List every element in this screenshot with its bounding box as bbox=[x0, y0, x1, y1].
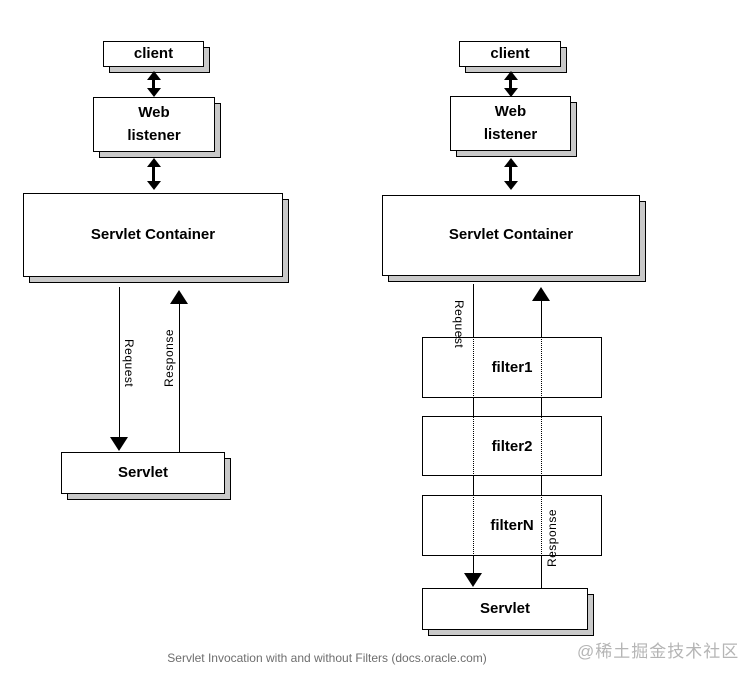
web-listener-label-line2: listener bbox=[127, 126, 181, 144]
right-request-line-dotted bbox=[473, 416, 474, 476]
right-request-line-dotted bbox=[473, 495, 474, 556]
right-response-line-segment bbox=[541, 556, 542, 588]
right-request-label: Request bbox=[452, 300, 466, 349]
arrowhead-up-icon bbox=[170, 290, 188, 304]
arrow-shaft bbox=[509, 165, 512, 183]
left-servlet-box: Servlet bbox=[61, 452, 231, 500]
right-request-line-segment bbox=[473, 284, 474, 337]
right-request-line-segment bbox=[473, 556, 474, 573]
arrowhead-down-icon bbox=[504, 88, 518, 97]
arrow-shaft bbox=[509, 78, 512, 90]
right-request-line-segment bbox=[473, 476, 474, 495]
double-arrow-icon bbox=[504, 71, 518, 97]
left-web-listener-box: Web listener bbox=[93, 97, 221, 158]
web-listener-box-label: Web listener bbox=[93, 97, 215, 152]
arrow-shaft bbox=[152, 78, 155, 90]
arrowhead-down-icon bbox=[147, 88, 161, 97]
left-request-label: Request bbox=[122, 339, 136, 388]
filter2-box: filter2 bbox=[422, 416, 602, 476]
double-arrow-icon bbox=[504, 158, 518, 190]
right-client-box: client bbox=[459, 41, 567, 73]
watermark-text: @稀土掘金技术社区 bbox=[577, 642, 740, 661]
arrowhead-up-icon bbox=[147, 71, 161, 80]
client-box-label: client bbox=[459, 41, 561, 67]
right-response-line-dotted bbox=[541, 495, 542, 556]
right-servlet-box: Servlet bbox=[422, 588, 594, 636]
filterN-box-label: filterN bbox=[490, 517, 534, 534]
arrowhead-down-icon bbox=[110, 437, 128, 451]
servlet-container-box-label: Servlet Container bbox=[23, 193, 283, 277]
arrowhead-up-icon bbox=[532, 287, 550, 301]
servlet-box-label: Servlet bbox=[61, 452, 225, 494]
right-response-line-segment bbox=[541, 398, 542, 416]
filter2-box-label: filter2 bbox=[491, 437, 533, 455]
web-listener-label-line1: Web bbox=[138, 104, 170, 121]
right-response-line-segment bbox=[541, 301, 542, 337]
web-listener-label-line1: Web bbox=[494, 103, 527, 120]
web-listener-label-line2: listener bbox=[483, 125, 538, 143]
left-servlet-container-box: Servlet Container bbox=[23, 193, 289, 283]
arrow-shaft bbox=[152, 165, 155, 183]
arrowhead-up-icon bbox=[504, 71, 518, 80]
double-arrow-icon bbox=[147, 158, 161, 190]
filter1-box: filter1 bbox=[422, 337, 602, 398]
servlet-container-box-label: Servlet Container bbox=[382, 195, 640, 276]
left-response-label: Response bbox=[162, 329, 176, 388]
left-response-line bbox=[179, 304, 180, 452]
right-request-line-dotted bbox=[473, 337, 474, 398]
double-arrow-icon bbox=[147, 71, 161, 97]
left-client-box: client bbox=[103, 41, 210, 73]
arrowhead-up-icon bbox=[147, 158, 161, 167]
arrowhead-down-icon bbox=[504, 181, 518, 190]
web-listener-box-label: Web listener bbox=[450, 96, 571, 151]
client-box-label: client bbox=[103, 41, 204, 67]
arrowhead-down-icon bbox=[464, 573, 482, 587]
arrowhead-down-icon bbox=[147, 181, 161, 190]
diagram-caption: Servlet Invocation with and without Filt… bbox=[167, 651, 487, 665]
right-response-line-dotted bbox=[541, 416, 542, 476]
arrowhead-up-icon bbox=[504, 158, 518, 167]
right-response-line-dotted bbox=[541, 337, 542, 398]
filterN-box: filterN bbox=[422, 495, 602, 556]
right-servlet-container-box: Servlet Container bbox=[382, 195, 646, 282]
right-web-listener-box: Web listener bbox=[450, 96, 577, 157]
right-response-line-segment bbox=[541, 476, 542, 495]
right-request-line-segment bbox=[473, 398, 474, 416]
filter1-box-label: filter1 bbox=[491, 359, 533, 376]
left-request-line bbox=[119, 287, 120, 437]
right-response-label: Response bbox=[545, 509, 559, 568]
servlet-box-label: Servlet bbox=[422, 588, 588, 630]
